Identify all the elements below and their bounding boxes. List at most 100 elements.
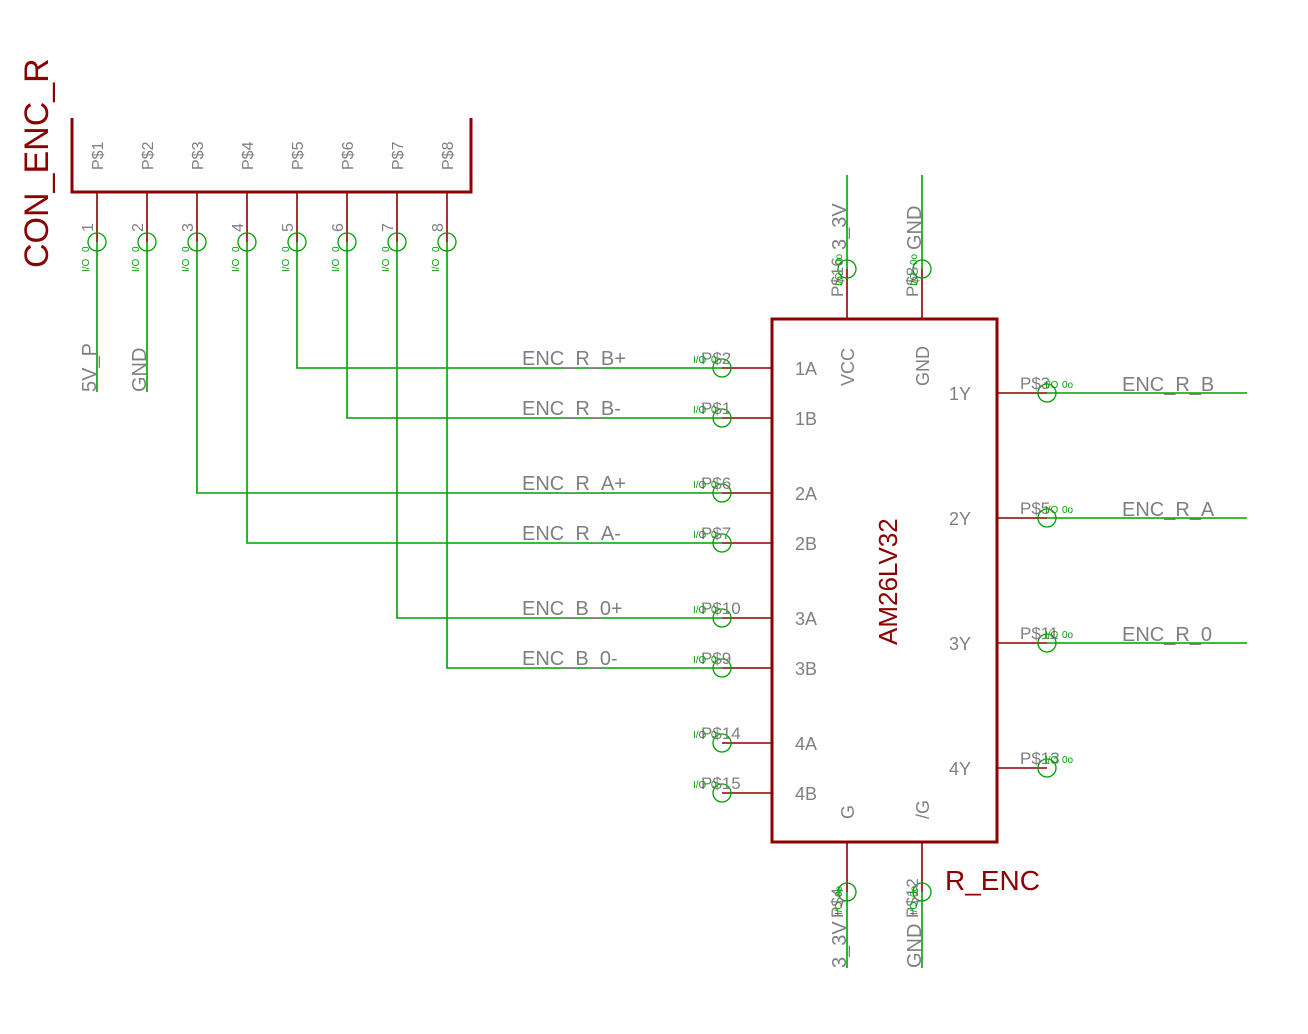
connector-pin-number: 1 — [80, 223, 97, 232]
net-label-enc-b-0: ENC_B_0- — [522, 648, 618, 670]
wire-enc-r-b-plus[interactable] — [296, 242, 722, 369]
pin-dir-mark: 0 — [231, 246, 242, 252]
pin-io-label: I/O — [231, 258, 242, 272]
pin-dir-mark: 0 — [81, 246, 92, 252]
pin-io-label: I/O — [693, 655, 707, 666]
chip-pad-label: P$5 — [1020, 499, 1050, 518]
chip-name: AM26LV32 — [873, 518, 903, 645]
connector-pin-number: 2 — [130, 223, 147, 232]
net-label-enc-r-b: ENC_R_B — [1122, 374, 1214, 396]
connector-pin-number: 3 — [180, 223, 197, 232]
chip-pin-function: 1Y — [949, 384, 971, 404]
pin-io-label: I/O — [381, 258, 392, 272]
chip-pin-function: G — [838, 805, 858, 819]
chip-pad-label: P$1 — [701, 399, 731, 418]
pin-end-marker — [1037, 758, 1057, 778]
pin-dir-mark: 0o — [1062, 755, 1074, 766]
chip-pin-function: /G — [913, 800, 933, 819]
chip-pad-label: P$11 — [1020, 624, 1058, 643]
chip-pin-function: GND — [913, 346, 933, 386]
pin-io-label: I/O — [131, 258, 142, 272]
net-label-enc-r-0: ENC_R_0 — [1122, 624, 1212, 646]
chip-pin-function: 3Y — [949, 634, 971, 654]
chip-pin-function: 1A — [795, 359, 817, 379]
pin-dir-mark: 0 — [381, 246, 392, 252]
chip-pin-function: 2A — [795, 484, 817, 504]
connector-pad-label: P$2 — [140, 141, 157, 170]
pin-end-marker — [712, 783, 732, 803]
chip-pad-label: P$9 — [701, 649, 731, 668]
connector-con-enc-r: CON_ENC_R P$11I/O0P$22I/O0P$33I/O0P$44I/… — [18, 58, 722, 669]
connector-pin-number: 5 — [280, 223, 297, 232]
pin-dir-mark: 0 — [181, 246, 192, 252]
net-label-enc-b-0: ENC_B_0+ — [522, 598, 623, 620]
pin-io-label: I/O — [1045, 505, 1059, 516]
chip-pad-label: P$7 — [701, 524, 731, 543]
chip-instance-label: R_ENC — [945, 865, 1040, 896]
wire-enc-b-0-minus[interactable] — [446, 242, 722, 669]
connector-pad-label: P$6 — [340, 141, 357, 170]
chip-pad-label: P$4 — [828, 888, 847, 918]
chip-pad-label: P$14 — [701, 724, 741, 743]
pin-end-marker — [837, 882, 857, 902]
chip-pad-label: P$6 — [701, 474, 731, 493]
pin-io-label: I/O — [693, 530, 707, 541]
pin-io-label: I/O — [909, 272, 920, 286]
pin-end-marker — [912, 259, 932, 279]
net-label-3-3v: 3_3V — [829, 921, 851, 968]
wire-enc-r-b-minus[interactable] — [346, 242, 722, 419]
pin-end-marker — [712, 733, 732, 753]
connector-pad-label: P$8 — [440, 141, 457, 170]
connector-pin-number: 8 — [430, 223, 447, 232]
chip-body — [770, 317, 999, 844]
wire-enc-r-a-plus[interactable] — [196, 242, 722, 494]
net-label-enc-r-a: ENC_R_A+ — [522, 473, 626, 495]
pin-dir-mark: 0 — [711, 530, 717, 541]
pin-io-label: I/O — [693, 605, 707, 616]
chip-pad-label: P$13 — [1020, 749, 1060, 768]
chip-pin-function: 2Y — [949, 509, 971, 529]
chip-pad-label: P$15 — [701, 774, 741, 793]
connector-pad-label: P$4 — [240, 141, 257, 170]
pin-end-marker — [837, 259, 857, 279]
connector-pad-label: P$3 — [190, 141, 207, 170]
pin-dir-mark: 0 — [711, 730, 717, 741]
pin-end-marker — [712, 533, 732, 553]
connector-pin-number: 7 — [380, 223, 397, 232]
pin-dir-mark: 0o — [909, 253, 920, 265]
pin-dir-mark: 0o — [1062, 380, 1074, 391]
connector-body — [70, 118, 473, 194]
wire-enc-r-a-minus[interactable] — [246, 242, 722, 544]
pin-io-label: I/O — [1045, 755, 1059, 766]
pin-io-label: I/O — [693, 730, 707, 741]
pin-dir-mark: 0o — [909, 885, 920, 897]
connector-pin-number: 6 — [330, 223, 347, 232]
net-label-enc-r-a: ENC_R_A — [1122, 499, 1215, 521]
pin-dir-mark: 0 — [711, 405, 717, 416]
pin-end-marker — [912, 882, 932, 902]
net-label-enc-r-b: ENC_R_B- — [522, 398, 621, 420]
wire-enc-b-0-plus[interactable] — [396, 242, 722, 619]
pin-io-label: I/O — [431, 258, 442, 272]
connector-pad-label: P$1 — [90, 141, 107, 170]
pin-io-label: I/O — [693, 480, 707, 491]
pin-end-marker — [712, 358, 732, 378]
connector-pins: P$11I/O0P$22I/O0P$33I/O0P$44I/O0P$55I/O0… — [80, 141, 457, 272]
pin-io-label: I/O — [281, 258, 292, 272]
pin-dir-mark: 0 — [711, 655, 717, 666]
net-label-gnd: GND — [904, 206, 926, 250]
pin-end-marker — [712, 608, 732, 628]
pin-io-label: I/O — [181, 258, 192, 272]
pin-dir-mark: 0 — [711, 480, 717, 491]
pin-dir-mark: 0 — [711, 780, 717, 791]
connector-name: CON_ENC_R — [18, 58, 56, 268]
chip-pin-function: 3A — [795, 609, 817, 629]
net-label-gnd: GND — [129, 348, 151, 392]
chip-pin-function: VCC — [838, 348, 858, 386]
chip-pad-label: P$8 — [903, 267, 922, 297]
pin-io-label: I/O — [693, 405, 707, 416]
connector-pad-label: P$7 — [390, 141, 407, 170]
pin-dir-mark: 0o — [1062, 505, 1074, 516]
chip-pin-function: 4B — [795, 784, 817, 804]
